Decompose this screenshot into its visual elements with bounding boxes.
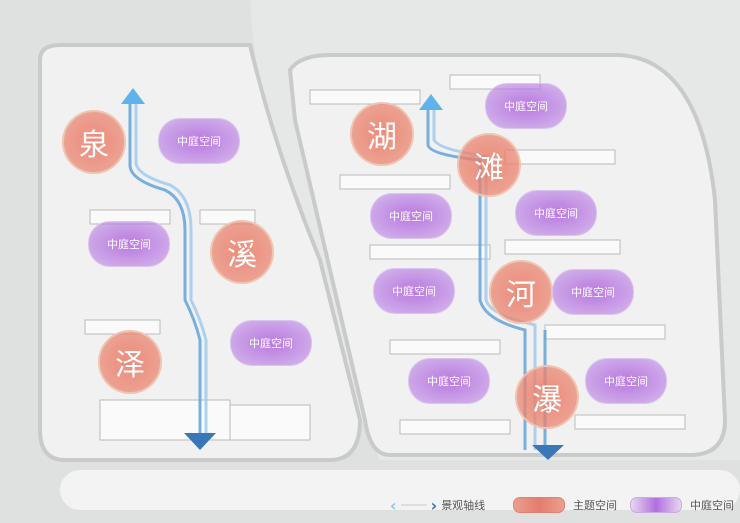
- theme-space-ze: 泽: [98, 330, 162, 394]
- courtyard: 中庭空间: [370, 193, 452, 239]
- courtyard: 中庭空间: [485, 83, 567, 129]
- axis-arrow-up-left: [121, 88, 145, 104]
- courtyard: 中庭空间: [408, 358, 490, 404]
- courtyard: 中庭空间: [373, 268, 455, 314]
- legend-theme: 主题空间: [513, 493, 617, 517]
- courtyard: 中庭空间: [158, 118, 240, 164]
- axis-arrow-up-right: [419, 94, 443, 110]
- axis-arrow-down-right: [532, 445, 564, 460]
- courtyard: 中庭空间: [552, 269, 634, 315]
- chevron-left-icon: ‹: [390, 495, 397, 515]
- axis-arrow-down-left: [184, 433, 216, 450]
- legend-courtyard: 中庭空间: [630, 493, 734, 517]
- theme-space-xi: 溪: [210, 220, 274, 284]
- theme-space-tan: 滩: [457, 133, 521, 197]
- courtyard: 中庭空间: [585, 358, 667, 404]
- theme-space-pu: 瀑: [515, 365, 579, 429]
- courtyard: 中庭空间: [88, 221, 170, 267]
- legend-axis-label: 景观轴线: [441, 499, 486, 512]
- courtyard: 中庭空间: [230, 320, 312, 366]
- theme-space-he: 河: [489, 260, 553, 324]
- legend-courtyard-label: 中庭空间: [690, 499, 734, 512]
- courtyard: 中庭空间: [515, 190, 597, 236]
- theme-space-hu: 湖: [350, 102, 414, 166]
- courtyard-swatch: [630, 497, 682, 513]
- legend-axis: ‹ › 景观轴线: [390, 493, 485, 517]
- theme-swatch: [513, 497, 565, 513]
- legend-theme-label: 主题空间: [573, 499, 617, 512]
- theme-space-quan: 泉: [62, 110, 126, 174]
- chevron-right-icon: ›: [430, 495, 438, 515]
- landscape-axis-left: [128, 100, 208, 440]
